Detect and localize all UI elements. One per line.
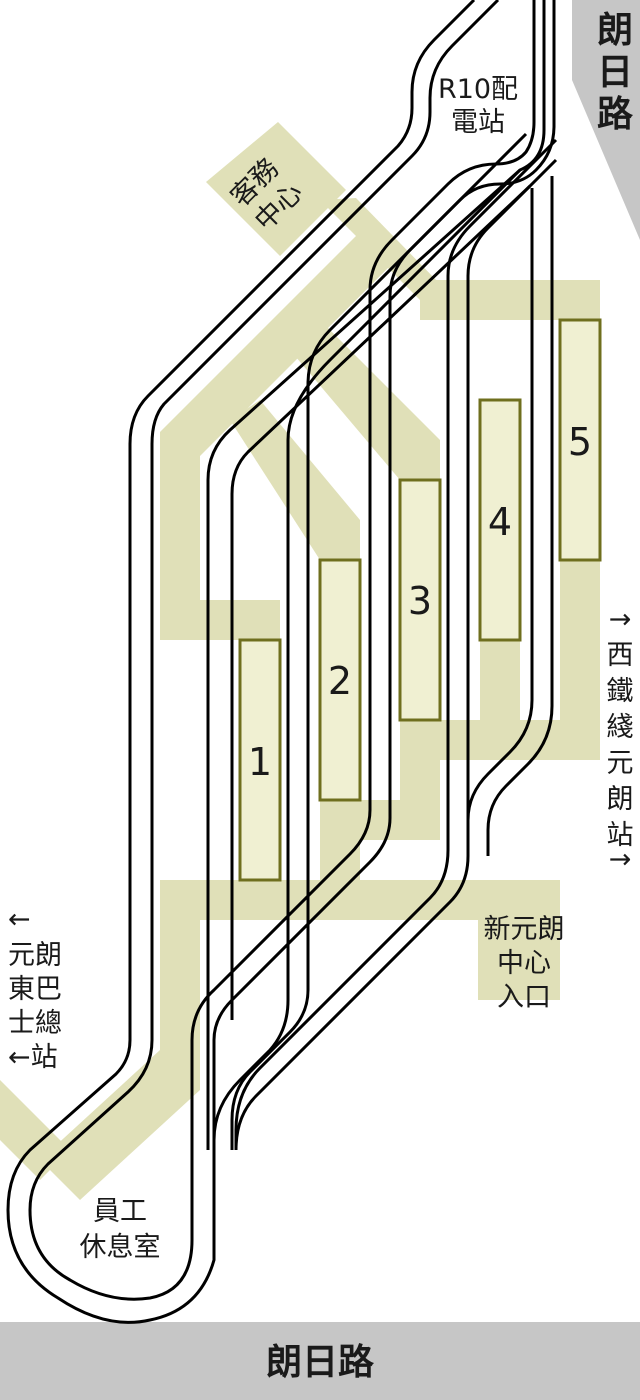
bus-terminus-line-4: ←站 <box>8 1042 58 1073</box>
bus-terminus-line-1: 元朗 <box>8 940 62 971</box>
staff-room-line-2: 休息室 <box>80 1232 161 1263</box>
entrance-block <box>478 880 560 1000</box>
west-rail-char-1: 西 <box>607 640 634 671</box>
track-bay-a <box>206 168 522 1150</box>
bay-4-number: 4 <box>488 500 512 544</box>
right-road <box>572 0 640 240</box>
track-inner-loop <box>28 0 536 1301</box>
bay4-lower-walkway <box>480 640 520 720</box>
bay-5 <box>558 318 602 562</box>
bus-terminus-arrow-top: ← <box>8 904 31 935</box>
track-bay-b <box>230 184 532 1020</box>
west-rail-char-2: 鐵 <box>607 676 634 707</box>
bay-1 <box>238 638 282 882</box>
bay-1-number: 1 <box>248 740 272 784</box>
central-diagonal-walkway <box>290 320 440 480</box>
bus-terminus-line-2: 東巴 <box>8 974 62 1005</box>
staff-room-line-1: 員工 <box>93 1196 147 1227</box>
bay1-connector <box>160 600 280 640</box>
west-rail-arrow-bottom: → <box>609 844 632 875</box>
entrance-line-2: 中心 <box>497 948 551 979</box>
track-right-b <box>486 176 554 856</box>
track-inner-3 <box>234 138 558 1150</box>
bottom-road-label: 朗日路 <box>266 1342 375 1383</box>
right-road-char-3: 路 <box>597 94 634 135</box>
west-rail-char-5: 朗 <box>607 784 634 815</box>
bus-bays <box>238 318 602 882</box>
labels: 朗日路 朗 日 路 R10配 電站 客務 中心 員工 休息室 新元朗 中心 入口… <box>8 10 634 1383</box>
second-diagonal-walkway <box>230 400 360 560</box>
entrance-line-1: 新元朗 <box>484 914 565 945</box>
bay2-lower-walkway <box>320 800 360 880</box>
track-inner-4 <box>234 158 558 1151</box>
west-rail-char-6: 站 <box>607 820 634 851</box>
entrance-line-3: 入口 <box>497 982 551 1013</box>
bottom-road <box>0 1322 640 1400</box>
customer-service-walkway <box>206 122 346 256</box>
bay-5-number: 5 <box>568 420 592 464</box>
bay-2-number: 2 <box>328 659 352 703</box>
light-rail-stop-line-2: 電站 <box>451 107 505 138</box>
light-rail-tracks <box>6 0 558 1324</box>
right-road-char-2: 日 <box>597 52 633 93</box>
left-exit-walkway <box>0 1080 70 1180</box>
left-lower-walkway <box>40 880 200 1200</box>
left-walkway <box>160 232 392 640</box>
west-rail-arrow-top: → <box>609 604 632 635</box>
bay-2 <box>318 558 362 802</box>
light-rail-stop-line-1: R10配 <box>438 74 518 105</box>
bay-3-number: 3 <box>408 579 432 623</box>
middle-connector <box>360 800 440 840</box>
right-road-char-1: 朗 <box>597 10 633 51</box>
track-right-a <box>466 188 534 821</box>
bay-3 <box>398 478 442 722</box>
track-outer-loop <box>6 0 556 1324</box>
west-rail-char-3: 綫 <box>607 712 634 743</box>
bus-terminus-line-3: 士總 <box>8 1008 62 1039</box>
walkways <box>0 122 600 1200</box>
bay-4 <box>478 398 522 642</box>
west-rail-char-4: 元 <box>607 748 634 779</box>
